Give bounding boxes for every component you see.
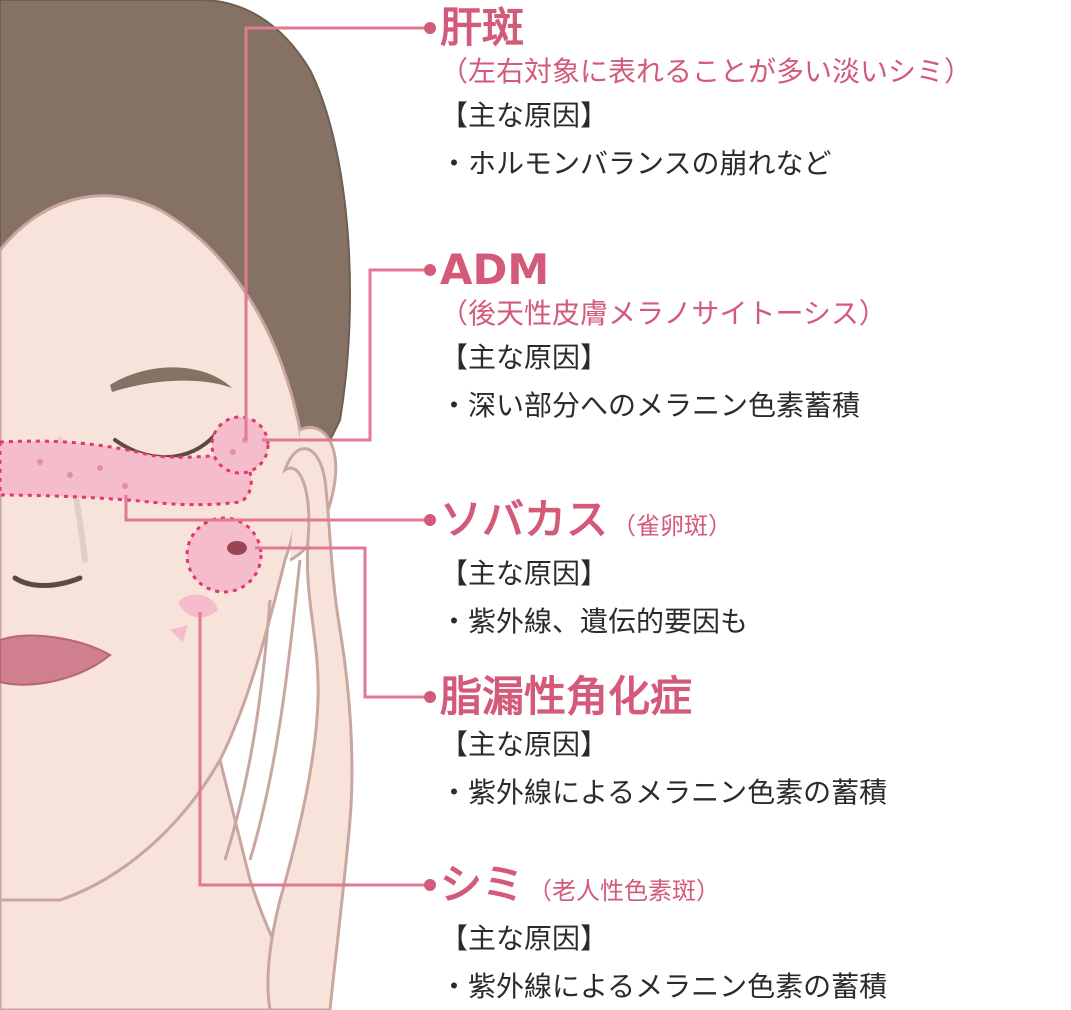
label-solar-lentigo: シミ（老人性色素斑） 【主な原因】 ・紫外線によるメラニン色素の蓄積: [440, 861, 887, 1010]
cause-item: ・ホルモンバランスの崩れなど: [440, 147, 832, 180]
freckle-dot: [37, 459, 43, 465]
freckle-dot: [97, 465, 103, 471]
label-title: ADM: [440, 245, 550, 294]
label-melasma: 肝斑 （左右対象に表れることが多い淡いシミ） 【主な原因】 ・ホルモンバランスの…: [440, 4, 972, 188]
closed-eye: [113, 433, 217, 460]
connector-dot: [424, 22, 436, 34]
freckle-dot: [230, 449, 236, 455]
connector-solar-lentigo: [198, 612, 430, 887]
cheek-spot-1: [178, 594, 218, 618]
label-freckles: ソバカス（雀卵斑） 【主な原因】 ・紫外線、遺伝的要因も: [440, 496, 748, 646]
label-title-sub: （老人性色素斑）: [528, 877, 721, 905]
keratosis-spot: [227, 541, 247, 555]
keratosis-outline: [185, 516, 263, 594]
cause-heading: 【主な原因】: [440, 557, 609, 590]
connector-dots: [424, 22, 436, 891]
label-title: 脂漏性角化症: [440, 672, 693, 721]
connector-melasma: [244, 26, 430, 440]
freckle-dot: [122, 483, 128, 489]
cause-heading: 【主な原因】: [440, 728, 609, 761]
connector-adm: [262, 268, 430, 442]
label-title-sub: （雀卵斑）: [612, 512, 733, 540]
label-title-main: シミ: [440, 860, 525, 909]
cause-heading: 【主な原因】: [440, 341, 609, 374]
freckle-band-outline: [0, 439, 253, 507]
freckle-dot: [67, 472, 73, 478]
cause-item: ・紫外線、遺伝的要因も: [440, 605, 749, 638]
label-title: ソバカス（雀卵斑）: [440, 496, 748, 550]
eyebrow: [110, 367, 232, 392]
label-title: シミ（老人性色素斑）: [440, 861, 887, 915]
cause-item: ・紫外線によるメラニン色素の蓄積: [440, 970, 888, 1003]
cause-item: ・紫外線によるメラニン色素の蓄積: [440, 776, 888, 809]
connector-dot: [424, 514, 436, 526]
label-title-main: ソバカス: [440, 495, 609, 544]
connector-freckles: [124, 495, 430, 522]
cause-item: ・深い部分へのメラニン色素蓄積: [440, 389, 861, 422]
connector-keratosis: [255, 546, 430, 699]
hand-finger-line-2: [223, 599, 272, 861]
label-adm: ADM （後天性皮膚メラノサイトーシス） 【主な原因】 ・深い部分へのメラニン色…: [440, 246, 887, 430]
label-subtitle: （左右対象に表れることが多い淡いシミ）: [440, 55, 973, 88]
cause-heading: 【主な原因】: [440, 99, 609, 132]
connector-dot: [424, 691, 436, 703]
hand-finger-line-1: [248, 559, 302, 861]
nostril: [12, 575, 83, 588]
adm-outline: [210, 415, 270, 475]
connector-dot: [424, 879, 436, 891]
lips: [0, 634, 112, 686]
connector-lines: [124, 26, 430, 887]
connector-dot: [424, 264, 436, 276]
cause-heading: 【主な原因】: [440, 922, 609, 955]
cheek-spot-2: [170, 625, 188, 642]
label-subtitle: （後天性皮膚メラノサイトーシス）: [440, 297, 887, 330]
label-seborrheic-keratosis: 脂漏性角化症 【主な原因】 ・紫外線によるメラニン色素の蓄積: [440, 673, 887, 817]
label-title: 肝斑: [440, 3, 525, 52]
